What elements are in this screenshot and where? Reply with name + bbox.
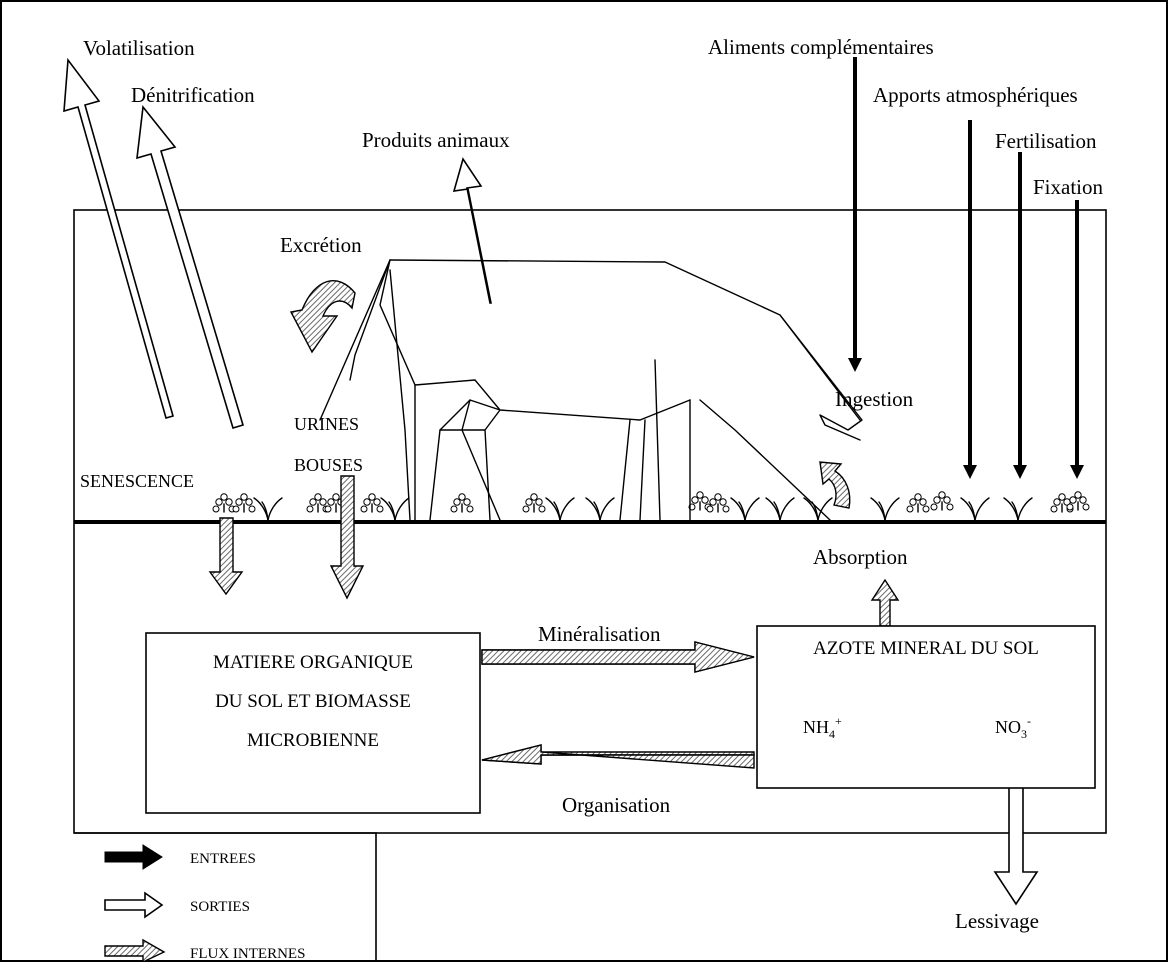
excretion-arrow: [291, 281, 355, 352]
organic-box-line1: MATIERE ORGANIQUE: [213, 652, 413, 673]
label-fixation: Fixation: [1033, 175, 1104, 199]
label-organisation: Organisation: [562, 793, 671, 817]
volatilisation-arrow: [64, 60, 173, 418]
label-produits-animaux: Produits animaux: [362, 128, 510, 152]
label-mineralisation: Minéralisation: [538, 622, 661, 646]
label-aliments: Aliments complémentaires: [708, 35, 934, 59]
label-volatilisation: Volatilisation: [83, 36, 195, 60]
legend-sorties-swatch: [105, 893, 162, 917]
legend-entrees-swatch: [105, 845, 162, 869]
label-lessivage: Lessivage: [955, 909, 1039, 933]
label-fertilisation: Fertilisation: [995, 129, 1097, 153]
legend-sorties-label: SORTIES: [190, 899, 250, 915]
label-urines: URINES: [294, 414, 359, 434]
ingestion-arrow: [820, 462, 850, 508]
label-absorption: Absorption: [813, 545, 908, 569]
label-bouses: BOUSES: [294, 455, 363, 475]
denitrification-arrow: [137, 107, 243, 428]
legend-entrees-label: ENTREES: [190, 851, 256, 867]
organic-box-line3: MICROBIENNE: [247, 730, 379, 751]
legend-flux-label: FLUX INTERNES: [190, 946, 305, 962]
label-senescence: SENESCENCE: [80, 471, 194, 491]
label-denitrification: Dénitrification: [131, 83, 255, 107]
input-arrows: [848, 57, 1084, 479]
organic-box-line2: DU SOL ET BIOMASSE: [215, 691, 411, 712]
produits-animaux-arrow: [454, 159, 491, 303]
label-excretion: Excrétion: [280, 233, 362, 257]
senescence-arrow: [210, 518, 242, 594]
legend-flux-swatch: [105, 940, 164, 962]
absorption-arrow: [872, 580, 898, 626]
legend: ENTREES SORTIES FLUX INTERNES: [74, 833, 376, 962]
mineral-box-title: AZOTE MINERAL DU SOL: [813, 638, 1039, 659]
cow-drawing: [320, 260, 862, 520]
label-ingestion: Ingestion: [835, 387, 914, 411]
label-apports: Apports atmosphériques: [873, 83, 1078, 107]
